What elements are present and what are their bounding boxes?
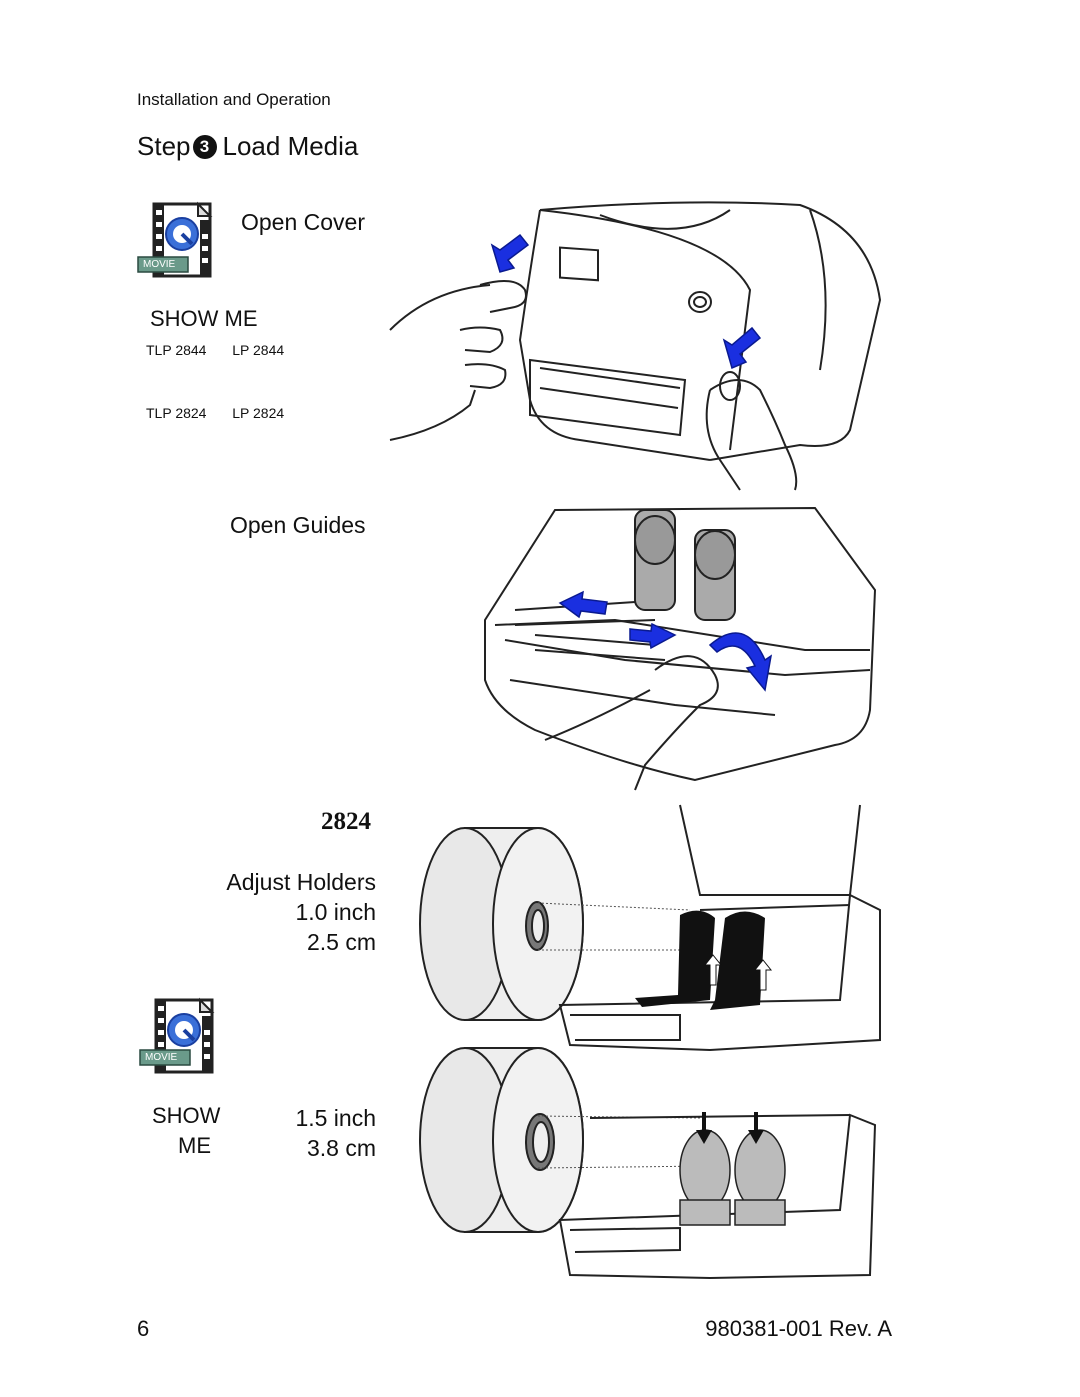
step-prefix: Step [137,131,191,161]
section-header: Installation and Operation [137,90,331,109]
size1-cm: 2.5 cm [306,929,376,955]
model-tlp2824: TLP 2824 [146,405,207,421]
media-roll-small [419,827,584,1021]
model-tlp2844: TLP 2844 [146,342,207,358]
media-roll-large [419,1047,584,1233]
step-number-badge: 3 [192,135,217,159]
show-link[interactable]: SHOW [152,1103,221,1128]
model-lp2844: LP 2844 [232,342,285,358]
document-revision: 980381-001 Rev. A [705,1316,892,1341]
size2-inch: 1.5 inch [295,1105,376,1131]
model-number: 2824 [321,808,371,835]
movie-link-adjust-holders[interactable]: MOVIE [139,996,220,1079]
adjust-holders-illustration [419,804,881,1280]
movie-link-open-cover[interactable]: MOVIE [137,200,218,283]
open-guides-illustration [484,506,877,791]
movie-icon [137,201,213,278]
movie-label: MOVIE [145,1052,178,1063]
movie-label: MOVIE [143,259,176,270]
model-list-row2: TLP 2824 LP 2824 [146,405,284,421]
model-lp2824: LP 2824 [232,405,285,421]
open-cover-heading: Open Cover [241,209,366,235]
size2-cm: 3.8 cm [306,1135,376,1161]
open-cover-illustration [389,201,882,491]
page-number: 6 [137,1316,150,1341]
movie-icon [139,997,215,1074]
step-heading: Load Media [222,131,359,161]
model-list-row1: TLP 2844 LP 2844 [146,342,284,358]
show-me-link[interactable]: SHOW ME [150,306,258,331]
size1-inch: 1.0 inch [295,899,376,925]
open-guides-heading: Open Guides [230,512,366,538]
adjust-holders-heading: Adjust Holders [226,869,376,895]
me-link[interactable]: ME [178,1133,211,1158]
